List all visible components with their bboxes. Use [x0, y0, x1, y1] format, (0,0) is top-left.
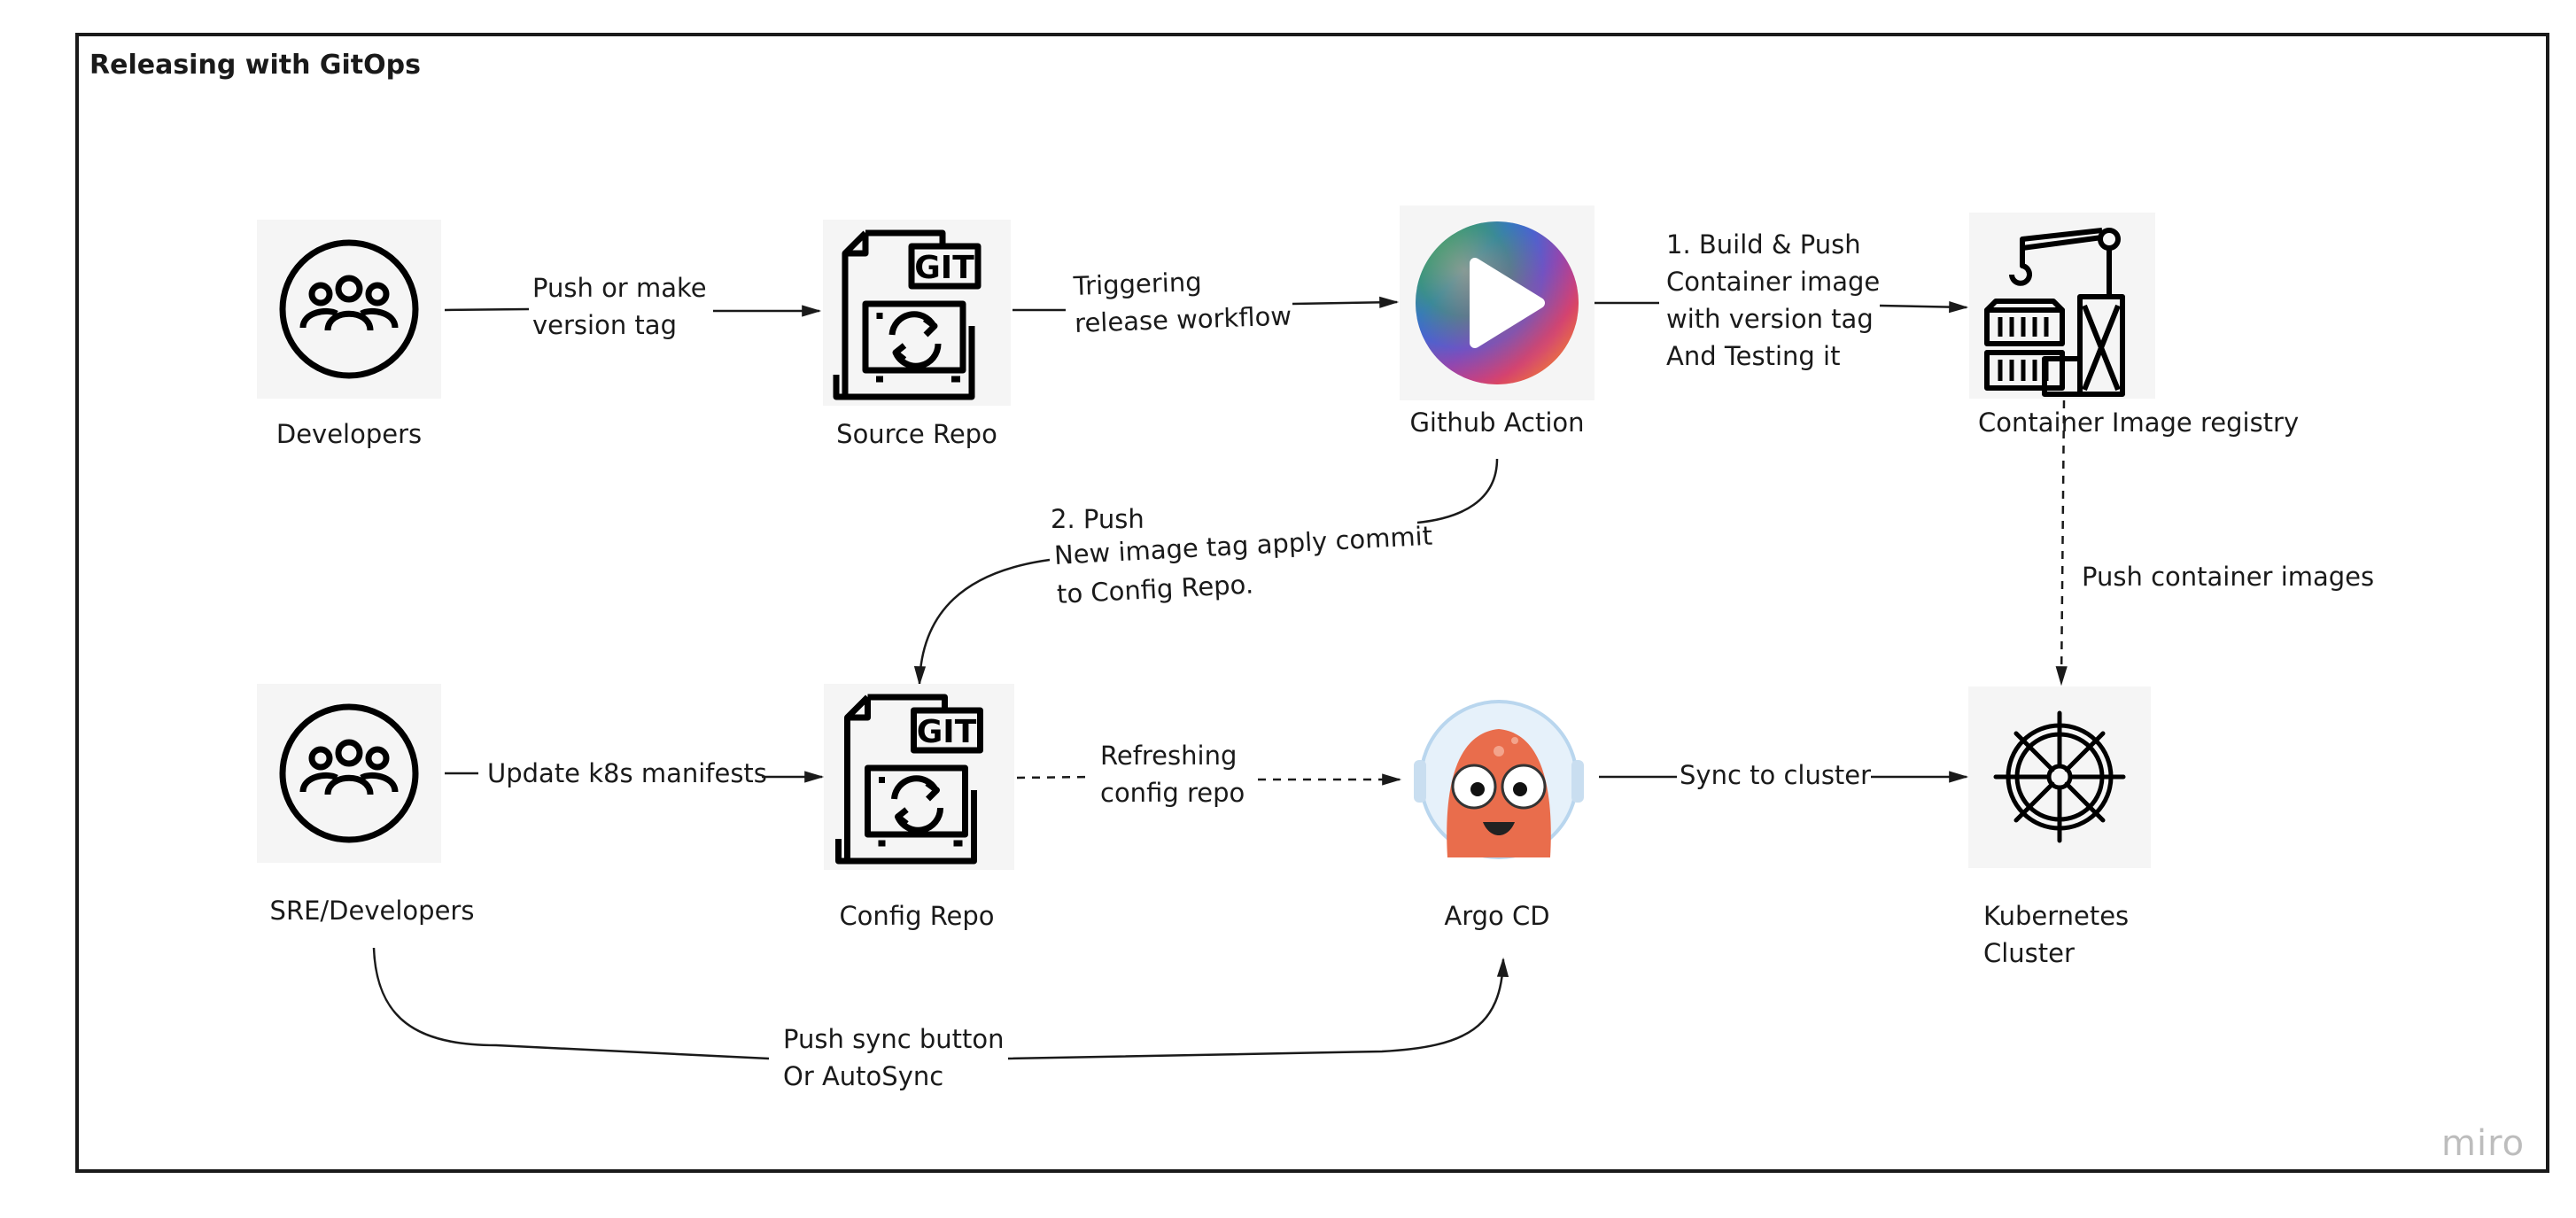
edge-label-sync-button: Push sync button Or AutoSync — [783, 1024, 1005, 1091]
container-crane-icon — [1984, 228, 2125, 397]
edge-build-push-seg2 — [1879, 300, 1969, 314]
kubernetes-node[interactable] — [1968, 687, 2151, 868]
registry-node[interactable] — [1969, 213, 2155, 399]
helm-wheel-icon — [1993, 710, 2126, 843]
source-repo-node[interactable]: GIT — [823, 220, 1011, 406]
edge-sync-button-seg1 — [372, 947, 770, 1060]
edge-label-update-manifests: Update k8s manifests — [487, 758, 767, 788]
edge-refreshing-seg1 — [1016, 775, 1092, 780]
diagram-title: Releasing with GitOps — [89, 50, 421, 81]
config-repo-label: Config Repo — [839, 901, 995, 931]
edge-push-tag-seg1 — [444, 307, 530, 312]
argocd-label: Argo CD — [1444, 901, 1550, 931]
developers-label: Developers — [275, 419, 423, 449]
svg-text:GIT: GIT — [917, 714, 977, 750]
edge-push-commit-seg2 — [913, 558, 1051, 687]
developers-node[interactable] — [257, 220, 441, 399]
kubernetes-label: Kubernetes Cluster — [1983, 901, 2130, 968]
github-action-label: Github Action — [1409, 407, 1585, 438]
github-action-node[interactable] — [1400, 206, 1594, 400]
registry-label: Container Image registry — [1978, 407, 2300, 438]
git-repo-icon: GIT — [833, 229, 982, 400]
edge-label-triggering: Triggering release workflow — [1073, 266, 1292, 338]
source-repo-label: Source Repo — [836, 419, 997, 449]
config-repo-node[interactable]: GIT — [824, 684, 1014, 870]
edge-triggering-seg2 — [1292, 296, 1400, 308]
edge-sync-button-seg2 — [1007, 957, 1509, 1060]
edge-label-sync-cluster: Sync to cluster — [1680, 760, 1872, 790]
sre-label: SRE/Developers — [269, 896, 475, 926]
git-repo-icon: GIT — [835, 694, 983, 865]
edge-label-build-push: 1. Build & Push Container image with ver… — [1666, 229, 1881, 371]
play-icon — [1416, 221, 1579, 384]
miro-watermark: miro — [2441, 1123, 2526, 1164]
argo-mascot-icon — [1414, 700, 1584, 859]
edge-label-refreshing: Refreshing config repo — [1100, 741, 1245, 808]
edge-label-push-images: Push container images — [2082, 562, 2375, 592]
edge-label-push-commit-step: 2. Push — [1051, 504, 1144, 534]
team-icon — [279, 703, 419, 843]
team-icon — [279, 239, 419, 379]
svg-text:GIT: GIT — [914, 250, 974, 286]
edge-push-images — [2055, 400, 2068, 687]
edge-label-push-tag: Push or make version tag — [532, 273, 707, 340]
edge-push-commit-seg1 — [1416, 458, 1499, 524]
argocd-node[interactable] — [1410, 698, 1587, 862]
sre-node[interactable] — [257, 684, 441, 863]
